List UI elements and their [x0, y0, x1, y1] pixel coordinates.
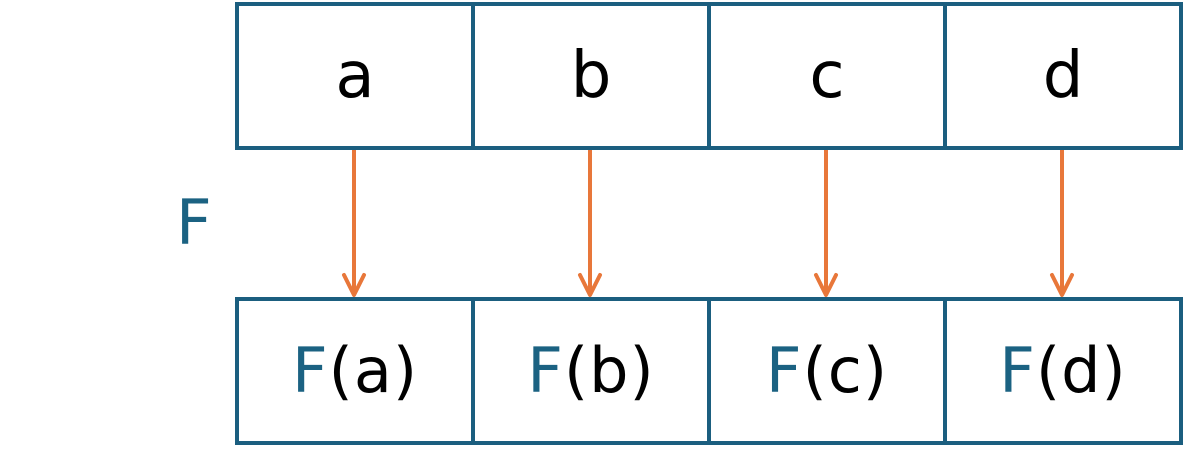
- output-fn-a: F: [291, 334, 329, 407]
- output-open-c: (: [802, 334, 828, 407]
- output-arg-b: b: [589, 334, 630, 407]
- arrow-c: [814, 150, 838, 297]
- output-fn-d: F: [999, 334, 1036, 407]
- output-fn-c: F: [765, 334, 803, 407]
- output-array: F(a) F(b) F(c) F(d): [235, 297, 1183, 445]
- output-open-d: (: [1035, 334, 1062, 407]
- output-arg-c: c: [827, 334, 863, 407]
- input-cell-b: b: [475, 6, 711, 146]
- output-open-b: (: [563, 334, 590, 407]
- arrow-d: [1050, 150, 1074, 297]
- output-close-a: ): [392, 334, 419, 407]
- arrow-b: [578, 150, 602, 297]
- output-close-d: ): [1101, 334, 1127, 407]
- input-array: a b c d: [235, 2, 1183, 150]
- output-cell-c: F(c): [711, 301, 947, 441]
- output-fn-b: F: [527, 334, 564, 407]
- arrow-a: [342, 150, 366, 297]
- output-cell-a: F(a): [239, 301, 475, 441]
- output-arg-d: d: [1061, 334, 1102, 407]
- function-label: F: [176, 186, 212, 259]
- output-open-a: (: [328, 334, 354, 407]
- output-cell-d: F(d): [947, 301, 1179, 441]
- output-close-b: ): [629, 334, 655, 407]
- input-cell-a: a: [239, 6, 475, 146]
- input-cell-d: d: [1042, 39, 1084, 113]
- output-cell-b: F(b): [475, 301, 711, 441]
- output-close-c: ): [862, 334, 889, 407]
- output-arg-a: a: [353, 334, 393, 407]
- input-cell-c: c: [711, 6, 947, 146]
